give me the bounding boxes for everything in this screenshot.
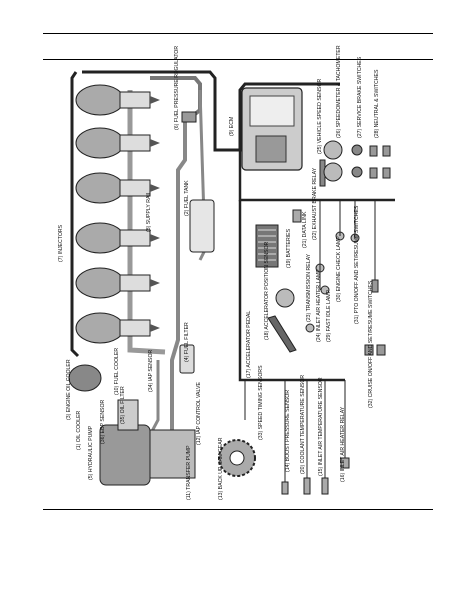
fuel-return-line: [150, 76, 202, 120]
label-supply-rail: (8) SUPPLY RAIL: [146, 191, 152, 232]
label-accelerator-position-sensor: (18) ACCELERATOR POSITION SENSOR: [264, 241, 270, 340]
label-injectors: (7) INJECTORS: [58, 224, 64, 262]
fuel-filter: [179, 344, 195, 374]
label-back-up-cam-gear: (13) BACK UP CAM GEAR: [218, 437, 224, 500]
label-pto-switches: (31) PTO ON/OFF AND SET/RESUME SWITCHES: [354, 205, 360, 324]
label-inlet-air-temperature-sensor: (15) INLET AIR TEMPERATURE SENSOR: [318, 377, 324, 476]
injector-6: [75, 312, 160, 344]
label-vehicle-speed-sensor: (25) VEHICLE SPEED SENSOR: [317, 79, 323, 154]
label-batteries: (19) BATTERIES: [286, 228, 292, 268]
label-timing-sensors: (33) SPEED TIMING SENSORS: [258, 365, 264, 440]
coolant-temperature-sensor: [303, 477, 311, 495]
label-brake-switches: (27) SERVICE BRAKE SWITCHES: [357, 56, 363, 138]
injector-1: [75, 84, 160, 116]
injector-harness: [70, 71, 80, 358]
label-data-link: (21) DATA LINK: [302, 211, 308, 248]
fuel-pressure-regulator: [181, 111, 197, 123]
ecm-module: [241, 87, 303, 171]
tank-line: [170, 118, 187, 440]
label-exhaust-brake-relay: (22) EXHAUST BRAKE RELAY: [312, 167, 318, 240]
injector-stack: [75, 84, 160, 344]
neutral-switches: [369, 145, 391, 179]
label-fuel-cooler: (10) FUEL COOLER: [114, 348, 120, 395]
inlet-air-temperature-sensor: [321, 477, 329, 495]
bottom-rule: [43, 509, 433, 510]
fuel-tank: [189, 199, 215, 253]
label-fuel-pressure-regulator: (6) FUEL PRESSURE REGULATOR: [174, 46, 180, 130]
data-link-connector: [292, 209, 302, 223]
label-coolant-temperature-sensor: (20) COOLANT TEMPERATURE SENSOR: [300, 375, 306, 474]
cruise-switches: [364, 344, 386, 356]
label-engine-oil-cooler: (3) ENGINE OIL COOLER: [66, 359, 72, 420]
label-inlet-air-heater-relay: (16) INLET AIR HEATER RELAY: [340, 406, 346, 482]
label-transmission-relay: (23) TRANSMISSION RELAY: [306, 253, 312, 322]
vertical-harness: [238, 200, 345, 382]
main-wire-harness: [82, 70, 340, 152]
hydraulic-pump-assembly: [68, 364, 196, 486]
fast-idle-lamp: [320, 285, 330, 295]
accelerator-pedal: [267, 288, 297, 353]
label-accelerator-pedal: (17) ACCELERATOR PEDAL: [246, 311, 252, 378]
label-engine-check-lamp: (30) ENGINE CHECK LAMP: [336, 236, 342, 302]
injector-5: [75, 267, 160, 299]
back-up-cam-gear: [218, 439, 256, 477]
injector-4: [75, 222, 160, 254]
label-ecm: (9) ECM: [229, 117, 235, 136]
label-inlet-air-heater-lamp: (24) INLET AIR HEATER LAMP: [316, 269, 322, 342]
label-hydraulic-pump: (5) HYDRAULIC PUMP: [88, 425, 94, 480]
label-transfer-pump: (11) TRANSFER PUMP: [186, 445, 192, 500]
inlet-air-heater-lamp: [305, 323, 315, 333]
top-rule-2: [43, 59, 433, 60]
top-rule-1: [43, 33, 433, 34]
label-cruise-switches: (32) CRUISE ON/OFF AND SET/RESUME SWITCH…: [368, 280, 374, 408]
label-fast-idle-lamp: (29) FAST IDLE LAMP: [326, 289, 332, 342]
injector-2: [75, 127, 160, 159]
supply-rail-line: [127, 90, 166, 355]
label-speedometer: (26) SPEEDOMETER & TACHOMETER: [336, 45, 342, 138]
boost-pressure-sensor: [281, 481, 289, 495]
label-iap-sensor: (34) IAP SENSOR: [148, 349, 154, 392]
label-ebp-sensor: (36) EBP SENSOR: [100, 399, 106, 444]
brake-switches: [351, 144, 363, 178]
batteries: [255, 224, 279, 268]
label-fuel-tank: (2) FUEL TANK: [184, 180, 190, 216]
speedometer-tachometer: [323, 140, 343, 182]
label-neutral-switches: (28) NEUTRAL & SWITCHES: [374, 69, 380, 138]
injector-3: [75, 172, 160, 204]
label-fuel-filter: (4) FUEL FILTER: [184, 322, 190, 362]
label-oil-cooler: (1) OIL COOLER: [76, 410, 82, 450]
label-oil-filter: (35) OIL FILTER: [120, 386, 126, 424]
label-control-valve: (12) IAP CONTROL VALVE: [196, 382, 202, 445]
label-boost-pressure-sensor: (14) BOOST PRESSURE SENSOR: [285, 390, 291, 472]
